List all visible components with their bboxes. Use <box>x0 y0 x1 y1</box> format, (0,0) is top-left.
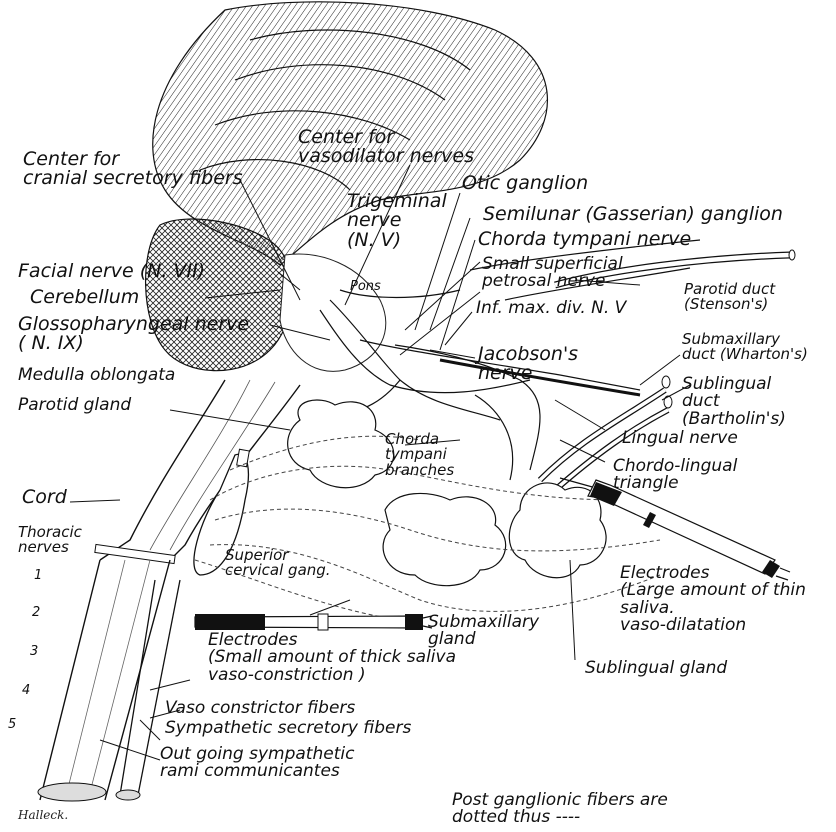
label-submax-gland: Submaxillary gland <box>428 614 539 649</box>
label-cerebellum: Cerebellum <box>30 288 139 307</box>
label-trigeminal: Trigeminal nerve (N. V) <box>347 192 447 250</box>
label-post-ganglionic: Post ganglionic fibers are dotted thus -… <box>452 792 668 827</box>
label-thoracic-4: 4 <box>22 684 30 697</box>
label-semilunar: Semilunar (Gasserian) ganglion <box>483 205 783 224</box>
label-chorda-branches: Chorda tympani branches <box>385 432 454 478</box>
label-center-vasodilator: Center for vasodilator nerves <box>298 128 474 167</box>
label-small-superficial: Small superficial petrosal nerve <box>482 256 623 291</box>
label-glossopharyngeal: Glossopharyngeal nerve ( N. IX) <box>18 315 249 354</box>
label-electrodes-right: Electrodes (Large amount of thin saliva.… <box>620 565 806 634</box>
label-sublingual-duct: Sublingual duct (Bartholin's) <box>682 376 786 428</box>
label-lingual: Lingual nerve <box>622 430 738 447</box>
label-center-cranial: Center for cranial secretory fibers <box>23 150 243 189</box>
pons-stem <box>280 254 386 371</box>
label-thoracic: Thoracic nerves <box>18 525 82 556</box>
label-otic-ganglion: Otic ganglion <box>462 174 588 193</box>
label-vaso-constrictor: Vaso constrictor fibers <box>165 700 355 717</box>
label-pons: Pons <box>350 280 381 293</box>
label-sublingual-gland: Sublingual gland <box>585 660 727 677</box>
label-thoracic-5: 5 <box>8 718 16 731</box>
label-chorda-tympani: Chorda tympani nerve <box>478 230 691 249</box>
label-submax-duct: Submaxillary duct (Wharton's) <box>682 332 808 363</box>
label-superior-cervical: Superior cervical gang. <box>225 548 331 579</box>
label-medulla: Medulla oblongata <box>18 367 175 384</box>
label-chordo-lingual: Chordo-lingual triangle <box>613 458 737 493</box>
label-facial: Facial nerve (N. VII) <box>18 262 205 281</box>
label-sympathetic-secretory: Sympathetic secretory fibers <box>165 720 411 737</box>
label-inf-max: Inf. max. div. N. V <box>476 300 626 317</box>
label-electrodes-left: Electrodes (Small amount of thick saliva… <box>208 632 456 684</box>
label-outgoing: Out going sympathetic rami communicantes <box>160 746 354 781</box>
label-thoracic-1: 1 <box>34 569 42 582</box>
label-jacobson: Jacobson's nerve <box>478 345 578 384</box>
electrode-left <box>195 614 432 630</box>
label-parotid-duct: Parotid duct (Stenson's) <box>684 282 775 313</box>
parotid-gland <box>288 400 394 488</box>
artist-signature: Halleck. <box>18 808 68 822</box>
label-thoracic-3: 3 <box>30 645 38 658</box>
label-cord: Cord <box>22 488 67 507</box>
label-thoracic-2: 2 <box>32 606 40 619</box>
label-parotid-gland: Parotid gland <box>18 397 131 414</box>
